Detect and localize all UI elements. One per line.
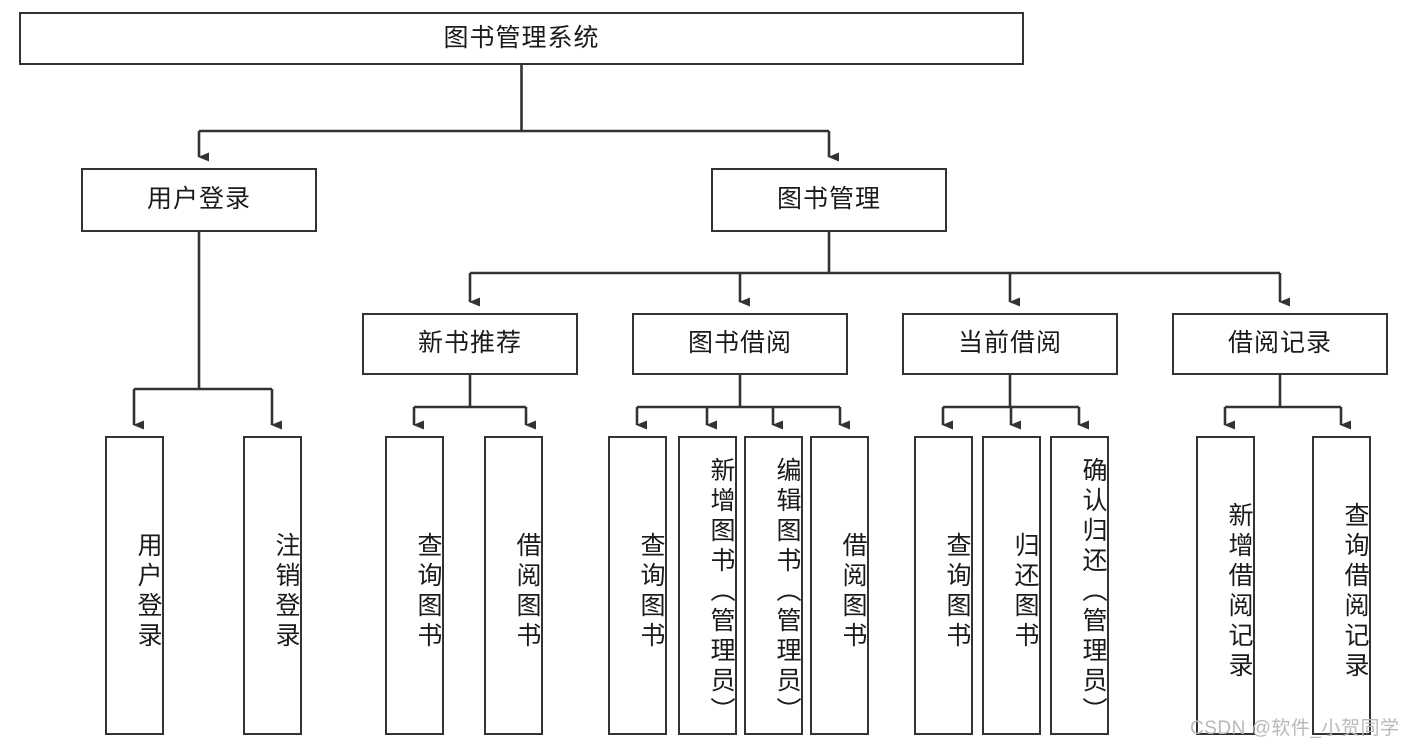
node-leaf-query-book-1-label: 查询图书 [414, 531, 442, 652]
node-leaf-logout-login-label: 注销登录 [272, 531, 300, 652]
node-leaf-query-book-3[interactable]: 查询图书 [914, 436, 973, 735]
node-leaf-user-login[interactable]: 用户登录 [105, 436, 164, 735]
node-leaf-add-book[interactable]: 新增图书（管理员） [678, 436, 737, 735]
node-leaf-query-borrow-record-label: 查询借阅记录 [1341, 501, 1369, 682]
csdn-watermark: CSDN @软件_小贺同学 [1190, 718, 1400, 739]
node-leaf-query-book-3-label: 查询图书 [943, 531, 971, 652]
node-borrow-record-label: 借阅记录 [1227, 329, 1332, 358]
node-borrow-record[interactable]: 借阅记录 [1172, 313, 1388, 375]
node-book-borrow[interactable]: 图书借阅 [632, 313, 848, 375]
node-leaf-confirm-return[interactable]: 确认归还（管理员） [1050, 436, 1109, 735]
node-leaf-query-book-1[interactable]: 查询图书 [385, 436, 444, 735]
node-leaf-add-borrow-record[interactable]: 新增借阅记录 [1196, 436, 1255, 735]
node-current-borrow[interactable]: 当前借阅 [902, 313, 1118, 375]
node-root[interactable]: 图书管理系统 [19, 12, 1024, 65]
node-leaf-query-borrow-record[interactable]: 查询借阅记录 [1312, 436, 1371, 735]
node-leaf-add-book-label: 新增图书（管理员） [707, 456, 735, 727]
node-leaf-query-book-2-label: 查询图书 [637, 531, 665, 652]
node-leaf-edit-book-label: 编辑图书（管理员） [773, 456, 801, 727]
node-new-book-recommend[interactable]: 新书推荐 [362, 313, 578, 375]
node-book-borrow-label: 图书借阅 [687, 329, 792, 358]
node-leaf-return-book-label: 归还图书 [1011, 531, 1039, 652]
node-user-login[interactable]: 用户登录 [81, 168, 317, 232]
node-user-login-label: 用户登录 [146, 185, 251, 214]
node-leaf-borrow-book-2[interactable]: 借阅图书 [810, 436, 869, 735]
node-leaf-query-book-2[interactable]: 查询图书 [608, 436, 667, 735]
node-book-management-label: 图书管理 [776, 185, 881, 214]
node-leaf-borrow-book-2-label: 借阅图书 [839, 531, 867, 652]
node-leaf-borrow-book-1-label: 借阅图书 [513, 531, 541, 652]
node-leaf-borrow-book-1[interactable]: 借阅图书 [484, 436, 543, 735]
node-current-borrow-label: 当前借阅 [957, 329, 1062, 358]
node-leaf-logout-login[interactable]: 注销登录 [243, 436, 302, 735]
node-leaf-confirm-return-label: 确认归还（管理员） [1079, 456, 1107, 727]
node-root-label: 图书管理系统 [443, 23, 600, 52]
node-leaf-user-login-label: 用户登录 [134, 531, 162, 652]
node-book-management[interactable]: 图书管理 [711, 168, 947, 232]
node-leaf-add-borrow-record-label: 新增借阅记录 [1225, 501, 1253, 682]
node-leaf-return-book[interactable]: 归还图书 [982, 436, 1041, 735]
node-new-book-recommend-label: 新书推荐 [417, 329, 522, 358]
node-leaf-edit-book[interactable]: 编辑图书（管理员） [744, 436, 803, 735]
